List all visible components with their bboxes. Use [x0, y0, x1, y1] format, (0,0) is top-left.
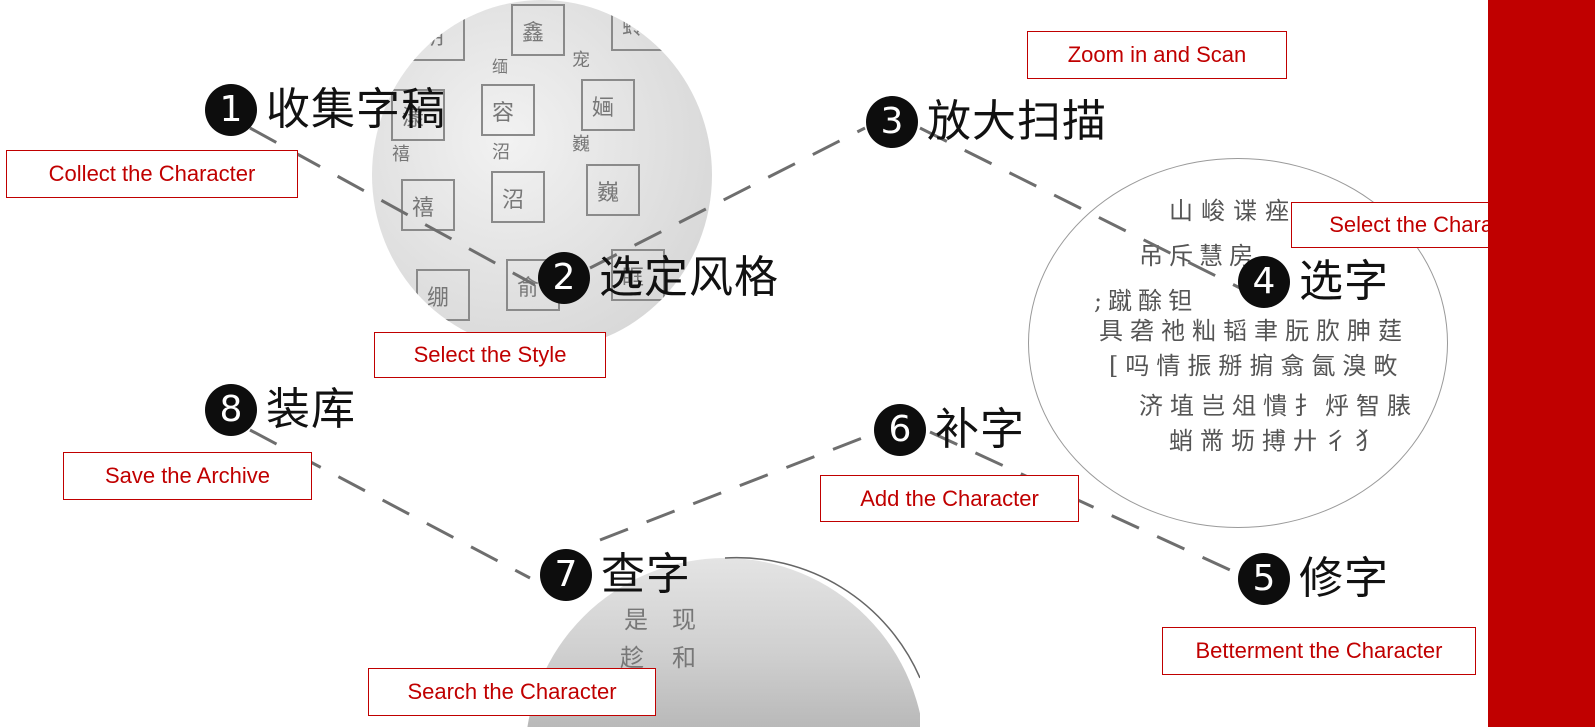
step-8: 8 装库 — [205, 384, 356, 436]
svg-text:沼: 沼 — [502, 188, 524, 213]
step-8-caption: Save the Archive — [63, 452, 312, 500]
connector-2-3 — [589, 126, 866, 270]
svg-text:巍: 巍 — [597, 181, 619, 206]
svg-text:和: 和 — [672, 644, 696, 672]
step-3-number-badge: 3 — [866, 96, 918, 148]
step-7-caption: Search the Character — [368, 668, 656, 716]
svg-text:鑫: 鑫 — [522, 21, 544, 46]
step-3-title: 放大扫描 — [927, 96, 1107, 147]
svg-text:沼: 沼 — [492, 142, 510, 163]
step-4: 4 选字 — [1238, 256, 1389, 308]
svg-text:巍: 巍 — [572, 134, 590, 155]
step-4-number-badge: 4 — [1238, 256, 1290, 308]
step-7-title: 查字 — [601, 549, 691, 600]
connector-6-5 — [929, 430, 1231, 572]
svg-text:现: 现 — [672, 606, 696, 634]
svg-text:;蹴酴钽: ;蹴酴钽 — [1094, 287, 1198, 315]
step-1-title: 收集字稿 — [266, 84, 446, 135]
svg-text:禧: 禧 — [412, 196, 434, 221]
step-3-caption: Zoom in and Scan — [1027, 31, 1287, 79]
step-1-caption: Collect the Character — [6, 150, 298, 198]
step-6-number-badge: 6 — [874, 404, 926, 456]
accent-side-bar — [1488, 0, 1595, 727]
step-5-number-badge: 5 — [1238, 553, 1290, 605]
svg-text:济埴岂俎憒扌烀智脿: 济埴岂俎憒扌烀智脿 — [1139, 392, 1418, 420]
step-2-caption: Select the Style — [374, 332, 606, 378]
svg-text:眶: 眶 — [622, 266, 644, 291]
svg-text:绷: 绷 — [427, 286, 449, 311]
step-1: 1 收集字稿 — [205, 84, 446, 136]
step-6-title: 补字 — [935, 404, 1025, 455]
svg-text:蛸黹坜搏廾彳犭: 蛸黹坜搏廾彳犭 — [1169, 427, 1386, 455]
step-1-number-badge: 1 — [205, 84, 257, 136]
step-4-title: 选字 — [1299, 256, 1389, 307]
step-5: 5 修字 — [1238, 553, 1389, 605]
svg-text:具砻祂籼韬聿朊肷胂莛: 具砻祂籼韬聿朊肷胂莛 — [1099, 317, 1409, 345]
svg-text:[吗情振掰掮翕氤溴畋: [吗情振掰掮翕氤溴畋 — [1109, 352, 1404, 380]
svg-text:容: 容 — [492, 101, 514, 126]
svg-text:缅: 缅 — [492, 57, 508, 76]
svg-text:俞: 俞 — [517, 276, 539, 301]
step-7-number-badge: 7 — [540, 549, 592, 601]
step-7: 7 查字 — [540, 549, 691, 601]
step-8-title: 装库 — [266, 384, 356, 435]
step-6: 6 补字 — [874, 404, 1025, 456]
svg-text:趁: 趁 — [620, 644, 644, 672]
svg-text:是: 是 — [624, 606, 648, 634]
step-2-number-badge: 2 — [538, 252, 590, 304]
step-2: 2 选定风格 — [538, 252, 779, 304]
step-5-caption: Betterment the Character — [1162, 627, 1476, 675]
step-3: 3 放大扫描 — [866, 96, 1107, 148]
step-5-title: 修字 — [1299, 553, 1389, 604]
step-8-number-badge: 8 — [205, 384, 257, 436]
handwritten-sample-illustration: 山峻谍痤 吊斥慧房 ;蹴酴钽 具砻祂籼韬聿朊肷胂莛 [吗情振掰掮翕氤溴畋 济埴岂… — [1094, 197, 1418, 455]
step-6-caption: Add the Character — [820, 475, 1079, 522]
connector-3-4 — [919, 126, 1241, 290]
svg-text:漾: 漾 — [402, 106, 424, 131]
step-2-title: 选定风格 — [599, 252, 779, 303]
svg-text:婳: 婳 — [592, 96, 614, 121]
svg-text:禧: 禧 — [392, 144, 410, 165]
svg-text:宠: 宠 — [572, 50, 590, 71]
svg-text:山峻谍痤: 山峻谍痤 — [1169, 197, 1297, 225]
